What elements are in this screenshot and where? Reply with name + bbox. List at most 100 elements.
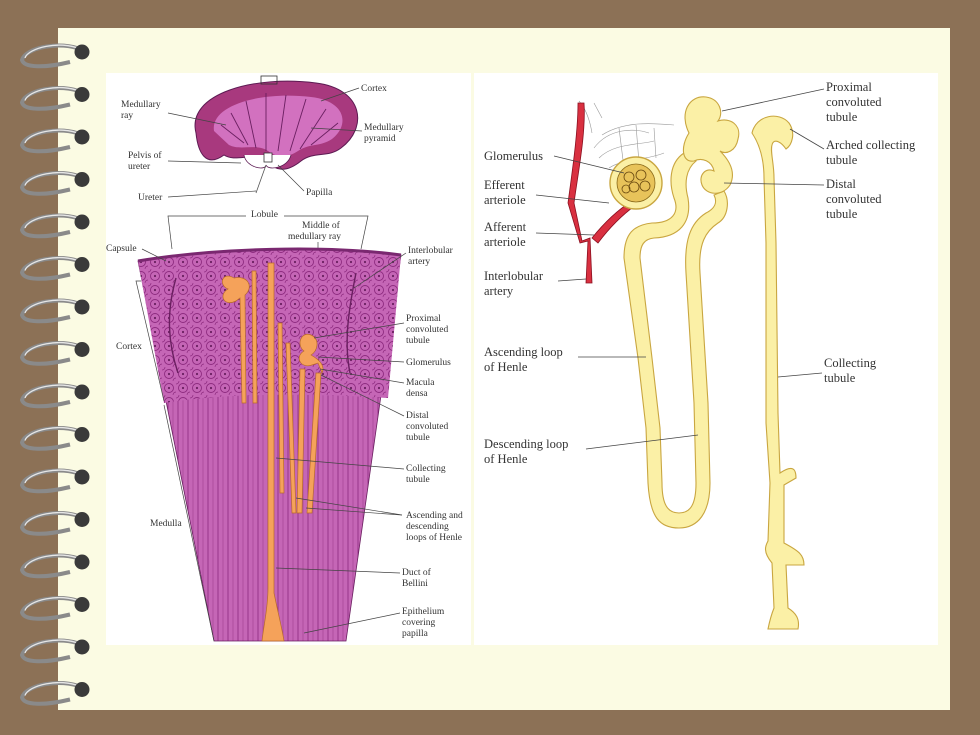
label-proximal-2: convoluted — [406, 325, 448, 335]
label-efferent-1: Efferent — [484, 178, 525, 192]
binding-hole — [74, 554, 90, 570]
binding-hole — [74, 44, 90, 60]
label-distal-2: convoluted — [406, 422, 448, 432]
spiral-ring-highlight — [24, 299, 81, 314]
label-medullary-ray-2: ray — [121, 111, 133, 121]
binding-hole — [74, 597, 90, 612]
label-medullary-ray-1: Medullary — [121, 100, 161, 110]
label-macula-1: Macula — [406, 378, 435, 388]
spiral-ring — [19, 170, 83, 196]
spiral-ring-highlight — [24, 511, 81, 526]
label-medullary-pyramid-2: pyramid — [364, 134, 396, 144]
spiral-ring — [19, 680, 83, 706]
label-papilla: Papilla — [306, 188, 333, 198]
spiral-ring — [19, 43, 83, 69]
label-distal-3: tubule — [406, 433, 430, 443]
label-glomerulus-left: Glomerulus — [406, 358, 451, 368]
collecting-tubule — [751, 115, 805, 630]
label-middle-ray-1: Middle of — [302, 220, 341, 231]
spiral-ring — [19, 298, 83, 324]
label-proximal-right-3: tubule — [826, 110, 858, 124]
label-cortex-top: Cortex — [361, 84, 387, 94]
binding-hole — [74, 682, 90, 697]
kidney-cross-section — [194, 75, 359, 194]
spiral-ring — [19, 213, 83, 239]
label-lobule: Lobule — [251, 210, 278, 220]
spiral-ring-highlight — [24, 129, 81, 144]
label-proximal-1: Proximal — [406, 314, 441, 324]
label-macula-2: densa — [406, 389, 428, 399]
label-cortex-side: Cortex — [116, 342, 142, 352]
label-arched-1: Arched collecting — [826, 138, 916, 152]
label-collecting-2: tubule — [406, 475, 430, 485]
spiral-ring — [19, 340, 83, 366]
spiral-ring — [19, 510, 83, 536]
nephron-svg: Proximal convoluted tubule Arched collec… — [484, 80, 916, 630]
label-loops-1: Ascending and — [406, 511, 463, 521]
spiral-ring — [19, 425, 83, 451]
label-epithelium-2: covering — [402, 618, 435, 628]
binding-hole — [74, 427, 90, 442]
label-descending-2: of Henle — [484, 452, 528, 466]
capillary-network — [578, 100, 675, 169]
spiral-ring-highlight — [24, 469, 81, 484]
label-interlobular-artery-1: Interlobular — [408, 246, 454, 256]
label-collecting-right-1: Collecting — [824, 356, 877, 370]
label-medullary-pyramid-1: Medullary — [364, 123, 404, 133]
spiral-ring — [19, 468, 83, 494]
spiral-ring-highlight — [24, 44, 81, 59]
label-capsule: Capsule — [106, 244, 137, 254]
label-afferent-1: Afferent — [484, 220, 527, 234]
label-arched-2: tubule — [826, 153, 858, 167]
label-middle-ray-2: medullary ray — [288, 232, 341, 242]
binding-hole — [74, 639, 90, 655]
binding-hole — [74, 172, 90, 187]
spiral-ring-highlight — [24, 256, 81, 271]
label-collecting-right-2: tubule — [824, 371, 856, 385]
label-proximal-3: tubule — [406, 336, 430, 346]
spiral-ring — [19, 255, 83, 281]
label-pelvis-2: ureter — [128, 162, 151, 172]
label-distal-right-2: convoluted — [826, 192, 882, 206]
spiral-ring — [19, 638, 83, 664]
binding-hole — [74, 257, 90, 272]
spiral-ring-highlight — [24, 639, 81, 654]
label-proximal-right-2: convoluted — [826, 95, 882, 109]
spiral-ring-highlight — [24, 341, 81, 356]
kidney-section-diagram: Cortex Medullary ray Medullary pyramid P… — [106, 73, 471, 645]
label-glomerulus-right: Glomerulus — [484, 149, 543, 163]
spiral-ring — [19, 595, 83, 621]
spiral-binding — [19, 43, 90, 706]
spiral-ring-highlight — [24, 554, 81, 569]
nephron-tubules — [221, 262, 324, 642]
label-medulla: Medulla — [150, 519, 182, 529]
binding-hole — [74, 342, 90, 357]
label-interlobular-right-1: Interlobular — [484, 269, 544, 283]
label-distal-right-3: tubule — [826, 207, 858, 221]
spiral-ring-highlight — [24, 384, 81, 399]
label-distal-right-1: Distal — [826, 177, 856, 191]
label-proximal-right-1: Proximal — [826, 80, 872, 94]
label-interlobular-artery-2: artery — [408, 257, 430, 267]
label-epithelium-3: papilla — [402, 629, 429, 639]
binding-hole — [74, 299, 90, 315]
binding-hole — [74, 129, 90, 145]
spiral-ring-highlight — [24, 681, 81, 696]
binding-hole — [74, 469, 90, 485]
binding-hole — [74, 87, 90, 102]
label-ascending-1: Ascending loop — [484, 345, 563, 359]
label-bellini-2: Bellini — [402, 579, 428, 589]
spiral-ring-highlight — [24, 171, 81, 186]
label-ascending-2: of Henle — [484, 360, 528, 374]
spiral-ring — [19, 85, 83, 111]
label-efferent-2: arteriole — [484, 193, 526, 207]
nephron-diagram: Proximal convoluted tubule Arched collec… — [474, 73, 938, 645]
label-afferent-2: arteriole — [484, 235, 526, 249]
binding-hole — [74, 384, 90, 400]
loop-of-henle — [623, 96, 740, 529]
label-pelvis-1: Pelvis of — [128, 150, 162, 161]
label-descending-1: Descending loop — [484, 437, 568, 451]
label-collecting-1: Collecting — [406, 464, 446, 474]
spiral-ring-highlight — [24, 426, 81, 441]
spiral-ring — [19, 383, 83, 409]
